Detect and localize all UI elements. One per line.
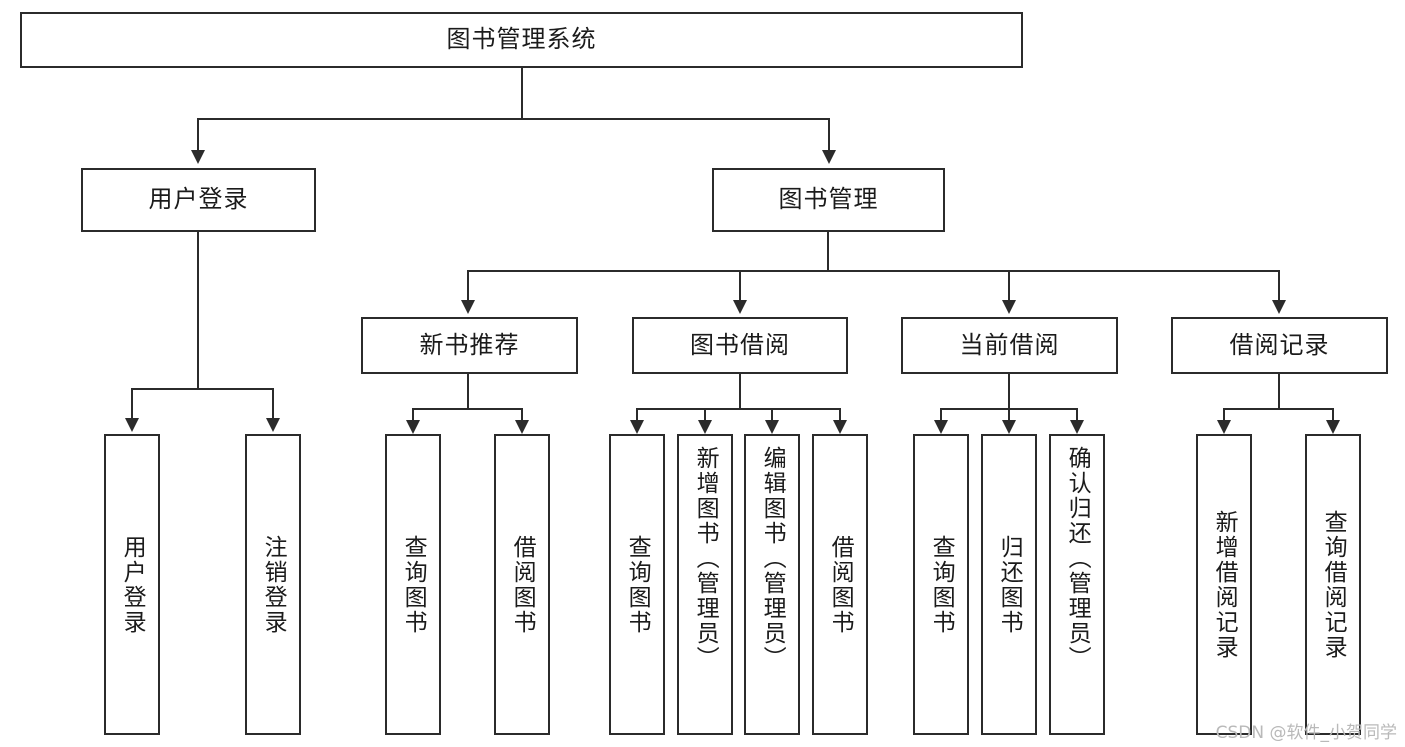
arrow-to-new-book-recommend xyxy=(461,300,475,314)
arrow-to-leaf-query-book-3 xyxy=(934,420,948,434)
leaf-label: 注销登录 xyxy=(260,534,287,635)
connector-borrowrecord-trunk xyxy=(1278,374,1280,408)
node-label: 新书推荐 xyxy=(419,330,520,359)
leaf-confirm-return[interactable]: 确认归还（管理员） xyxy=(1049,434,1105,735)
arrow-to-current-borrow xyxy=(1002,300,1016,314)
arrow-to-leaf-borrow-book-2 xyxy=(833,420,847,434)
connector-bookborrow-bus xyxy=(637,408,840,410)
leaf-user-login[interactable]: 用户登录 xyxy=(104,434,160,735)
connector-currentborrow-drop-1 xyxy=(940,408,942,422)
connector-userlogin-bus xyxy=(132,388,274,390)
connector-recommend-bus xyxy=(413,408,523,410)
connector-recommend-drop-1 xyxy=(412,408,414,422)
arrow-to-user-login xyxy=(191,150,205,164)
leaf-label: 查询借阅记录 xyxy=(1320,509,1347,660)
node-borrow-record[interactable]: 借阅记录 xyxy=(1171,317,1388,374)
node-label: 图书借阅 xyxy=(690,330,790,359)
leaf-query-book-current[interactable]: 查询图书 xyxy=(913,434,969,735)
leaf-label: 查询图书 xyxy=(624,534,651,635)
connector-bookmgmt-trunk xyxy=(827,232,829,270)
leaf-label: 新增图书（管理员） xyxy=(692,446,719,671)
leaf-borrow-book-recommend[interactable]: 借阅图书 xyxy=(494,434,550,735)
leaf-edit-book[interactable]: 编辑图书（管理员） xyxy=(744,434,800,735)
watermark-text: CSDN @软件_小贺同学 xyxy=(1215,723,1397,743)
node-book-management[interactable]: 图书管理 xyxy=(712,168,945,232)
connector-root-trunk xyxy=(521,68,523,118)
leaf-label: 查询图书 xyxy=(928,534,955,635)
leaf-borrow-book[interactable]: 借阅图书 xyxy=(812,434,868,735)
leaf-query-book-recommend[interactable]: 查询图书 xyxy=(385,434,441,735)
connector-currentborrow-trunk xyxy=(1008,374,1010,408)
connector-root-drop-1 xyxy=(197,118,199,152)
node-label: 借阅记录 xyxy=(1229,330,1330,359)
arrow-to-leaf-add-book xyxy=(698,420,712,434)
connector-borrowrecord-drop-2 xyxy=(1332,408,1334,422)
arrow-to-leaf-query-book-1 xyxy=(406,420,420,434)
connector-level3-drop-4 xyxy=(1278,270,1280,302)
leaf-add-book[interactable]: 新增图书（管理员） xyxy=(677,434,733,735)
leaf-query-borrow-record[interactable]: 查询借阅记录 xyxy=(1305,434,1361,735)
connector-root-bus xyxy=(198,118,830,120)
leaf-return-book[interactable]: 归还图书 xyxy=(981,434,1037,735)
connector-bookborrow-drop-3 xyxy=(771,408,773,422)
leaf-label: 借阅图书 xyxy=(827,534,854,635)
connector-bookborrow-drop-2 xyxy=(704,408,706,422)
leaf-label: 新增借阅记录 xyxy=(1211,509,1238,660)
leaf-label: 借阅图书 xyxy=(509,534,536,635)
arrow-to-leaf-edit-book xyxy=(765,420,779,434)
connector-recommend-drop-2 xyxy=(521,408,523,422)
arrow-to-leaf-query-book-2 xyxy=(630,420,644,434)
leaf-label: 归还图书 xyxy=(996,534,1023,635)
arrow-to-borrow-record xyxy=(1272,300,1286,314)
arrow-to-leaf-query-record xyxy=(1326,420,1340,434)
node-current-borrow[interactable]: 当前借阅 xyxy=(901,317,1118,374)
connector-currentborrow-drop-2 xyxy=(1008,408,1010,422)
leaf-logout-login[interactable]: 注销登录 xyxy=(245,434,301,735)
connector-recommend-trunk xyxy=(467,374,469,408)
arrow-to-leaf-add-record xyxy=(1217,420,1231,434)
arrow-to-leaf-borrow-book-1 xyxy=(515,420,529,434)
arrow-to-book-management xyxy=(822,150,836,164)
leaf-label: 用户登录 xyxy=(119,534,146,635)
leaf-label: 查询图书 xyxy=(400,534,427,635)
arrow-to-leaf-logout xyxy=(266,418,280,432)
connector-userlogin-trunk xyxy=(197,232,199,388)
arrow-to-leaf-confirm-return xyxy=(1070,420,1084,434)
leaf-query-book-borrow[interactable]: 查询图书 xyxy=(609,434,665,735)
connector-borrowrecord-drop-1 xyxy=(1223,408,1225,422)
connector-bookborrow-trunk xyxy=(739,374,741,408)
node-label: 用户登录 xyxy=(148,185,249,214)
node-book-borrow[interactable]: 图书借阅 xyxy=(632,317,848,374)
leaf-label: 编辑图书（管理员） xyxy=(759,446,786,671)
arrow-to-book-borrow xyxy=(733,300,747,314)
connector-userlogin-drop-2 xyxy=(272,388,274,420)
connector-root-drop-2 xyxy=(828,118,830,152)
leaf-add-borrow-record[interactable]: 新增借阅记录 xyxy=(1196,434,1252,735)
connector-level3-drop-1 xyxy=(467,270,469,302)
arrow-to-leaf-return-book xyxy=(1002,420,1016,434)
leaf-label: 确认归还（管理员） xyxy=(1064,446,1091,671)
node-label: 图书管理系统 xyxy=(446,25,597,54)
node-label: 图书管理 xyxy=(778,185,879,214)
connector-level3-bus xyxy=(468,270,1279,272)
node-user-login[interactable]: 用户登录 xyxy=(81,168,316,232)
connector-level3-drop-2 xyxy=(739,270,741,302)
connector-bookborrow-drop-1 xyxy=(636,408,638,422)
node-label: 当前借阅 xyxy=(959,330,1060,359)
connector-borrowrecord-bus xyxy=(1224,408,1334,410)
arrow-to-leaf-user-login xyxy=(125,418,139,432)
connector-userlogin-drop-1 xyxy=(131,388,133,420)
connector-bookborrow-drop-4 xyxy=(839,408,841,422)
connector-currentborrow-drop-3 xyxy=(1076,408,1078,422)
connector-level3-drop-3 xyxy=(1008,270,1010,302)
node-root-system[interactable]: 图书管理系统 xyxy=(20,12,1023,68)
node-new-book-recommend[interactable]: 新书推荐 xyxy=(361,317,578,374)
